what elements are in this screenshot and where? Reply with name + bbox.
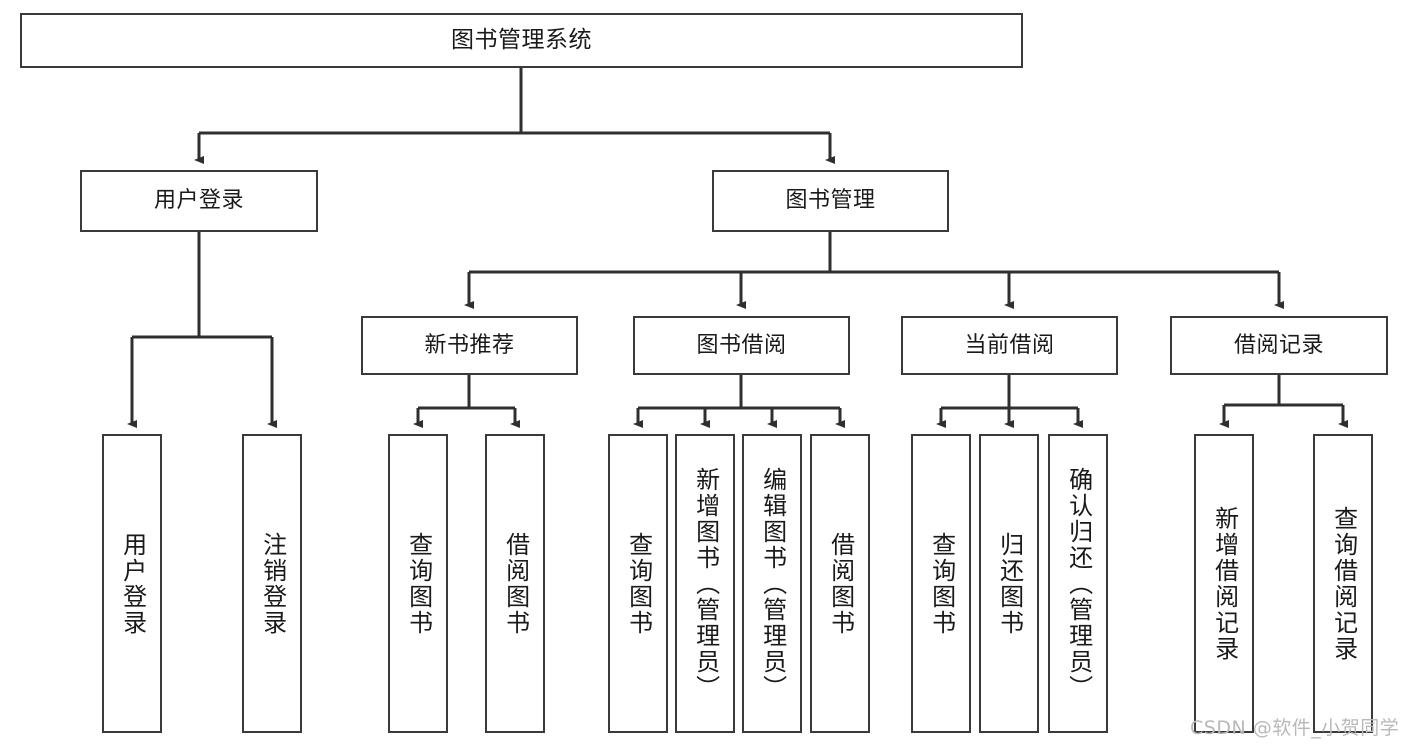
leaf-query-book-borrow[interactable]: 查询图书 xyxy=(608,434,668,733)
leaf-query-borrow-record[interactable]: 查询借阅记录 xyxy=(1313,434,1373,733)
node-label: 借阅记录 xyxy=(1233,332,1324,358)
node-root-system[interactable]: 图书管理系统 xyxy=(20,13,1023,68)
node-label: 查询图书 xyxy=(624,531,653,636)
node-label: 新增借阅记录 xyxy=(1210,505,1239,662)
node-label: 借阅图书 xyxy=(501,531,530,636)
leaf-add-borrow-record[interactable]: 新增借阅记录 xyxy=(1194,434,1254,733)
leaf-confirm-return-admin[interactable]: 确认归还（管理员） xyxy=(1048,434,1108,733)
node-new-book-recommend[interactable]: 新书推荐 xyxy=(361,316,578,375)
leaf-borrow-book-recommend[interactable]: 借阅图书 xyxy=(485,434,545,733)
leaf-user-login[interactable]: 用户登录 xyxy=(102,434,162,733)
node-label: 图书借阅 xyxy=(696,332,787,358)
node-label: 查询借阅记录 xyxy=(1329,505,1358,662)
node-label: 查询图书 xyxy=(404,531,433,636)
node-label: 用户登录 xyxy=(118,531,147,636)
leaf-borrow-book[interactable]: 借阅图书 xyxy=(810,434,870,733)
node-label: 图书管理 xyxy=(785,188,876,214)
leaf-user-logout[interactable]: 注销登录 xyxy=(242,434,302,733)
node-current-borrow[interactable]: 当前借阅 xyxy=(901,316,1118,375)
node-label: 归还图书 xyxy=(995,531,1024,636)
leaf-add-book-admin[interactable]: 新增图书（管理员） xyxy=(675,434,735,733)
node-label: 用户登录 xyxy=(153,188,244,214)
node-label: 图书管理系统 xyxy=(451,26,592,53)
node-label: 当前借阅 xyxy=(964,332,1055,358)
node-label: 查询图书 xyxy=(927,531,956,636)
leaf-query-book-recommend[interactable]: 查询图书 xyxy=(388,434,448,733)
node-label: 注销登录 xyxy=(258,531,287,636)
node-book-management[interactable]: 图书管理 xyxy=(712,170,949,232)
node-label: 新增图书（管理员） xyxy=(691,466,720,701)
node-label: 新书推荐 xyxy=(424,332,515,358)
csdn-watermark: CSDN @软件_小贺同学 xyxy=(1190,717,1400,739)
leaf-query-book-current[interactable]: 查询图书 xyxy=(911,434,971,733)
leaf-edit-book-admin[interactable]: 编辑图书（管理员） xyxy=(742,434,802,733)
leaf-return-book[interactable]: 归还图书 xyxy=(979,434,1039,733)
node-user-login[interactable]: 用户登录 xyxy=(80,170,318,232)
node-label: 编辑图书（管理员） xyxy=(758,466,787,701)
node-book-borrow[interactable]: 图书借阅 xyxy=(633,316,850,375)
node-borrow-record[interactable]: 借阅记录 xyxy=(1170,316,1388,375)
node-label: 确认归还（管理员） xyxy=(1064,466,1093,701)
node-label: 借阅图书 xyxy=(826,531,855,636)
